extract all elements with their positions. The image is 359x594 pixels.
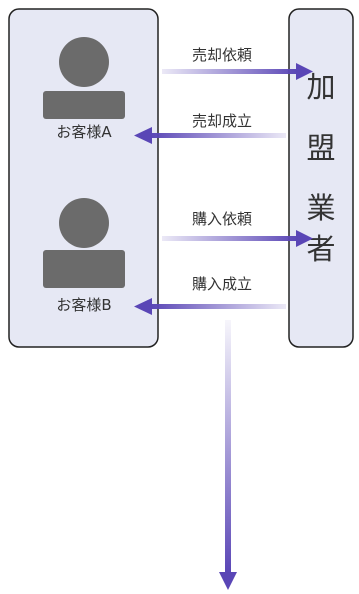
customer-a-label: お客様A: [56, 123, 112, 141]
downward-arrow: [219, 320, 237, 590]
sell-done-label: 売却成立: [192, 112, 252, 130]
buy-done-label: 購入成立: [192, 275, 252, 293]
member-char-2: 盟: [306, 131, 335, 165]
member-box: [288, 8, 354, 348]
customer-b-label: お客様B: [56, 296, 111, 314]
sell-request-label: 売却依頼: [192, 46, 252, 64]
sell-done-arrow: [134, 127, 286, 144]
buy-done-arrow: [134, 298, 286, 315]
member-char-3: 業: [306, 191, 335, 225]
customer-b-person-icon: [43, 198, 125, 288]
member-char-4: 者: [306, 232, 335, 266]
buy-request-arrow: [162, 230, 313, 247]
customer-a-person-icon: [43, 37, 125, 119]
member-char-1: 加: [306, 70, 335, 104]
buy-request-label: 購入依頼: [192, 210, 252, 228]
sell-request-arrow: [162, 63, 313, 80]
